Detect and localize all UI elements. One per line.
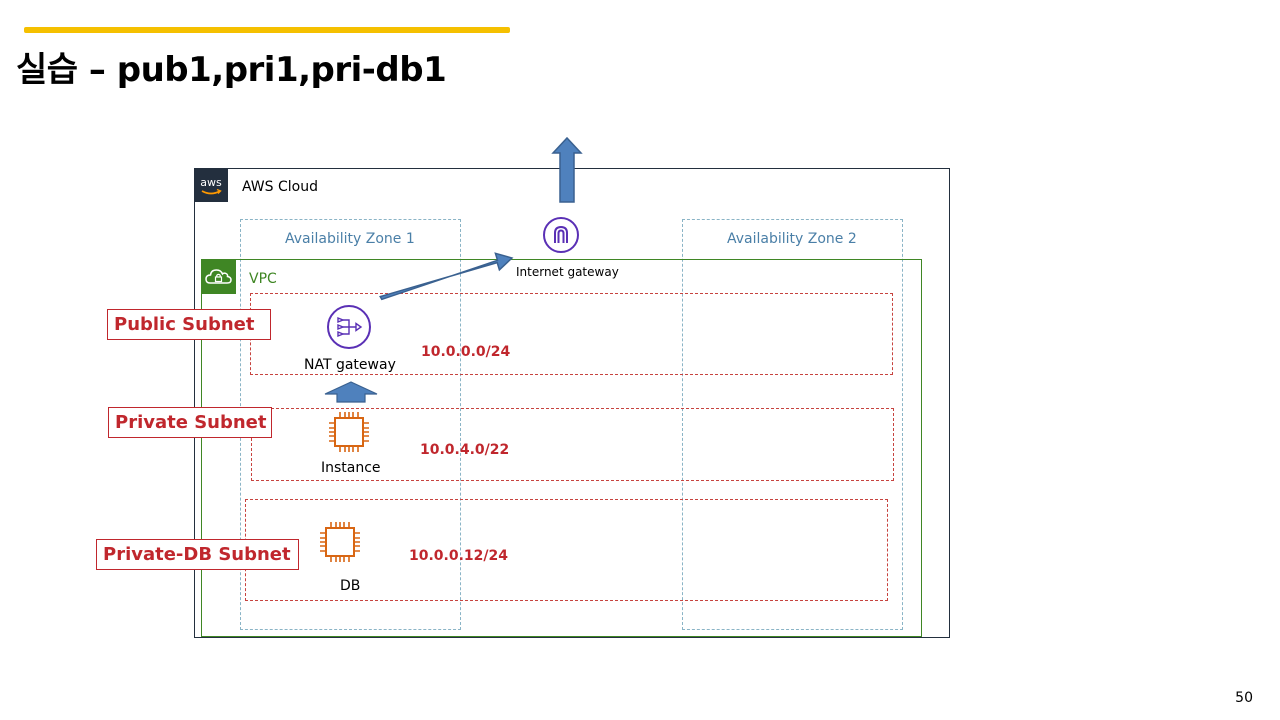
page-number: 50 bbox=[1235, 690, 1253, 706]
nat-gateway-icon bbox=[326, 304, 372, 350]
private-subnet-tag: Private Subnet bbox=[108, 407, 272, 438]
vpc-cloud-lock-icon bbox=[201, 259, 236, 294]
title-accent-bar bbox=[24, 27, 510, 33]
internet-gateway-icon bbox=[542, 216, 580, 254]
db-instance-chip-icon bbox=[316, 518, 364, 566]
ec2-instance-chip-icon bbox=[326, 409, 372, 455]
aws-logo-icon: aws bbox=[194, 168, 228, 202]
vpc-label: VPC bbox=[249, 271, 277, 287]
private-db-subnet-cidr: 10.0.0.12/24 bbox=[409, 548, 508, 564]
az2-label: Availability Zone 2 bbox=[727, 231, 857, 247]
internet-gateway-label: Internet gateway bbox=[516, 265, 619, 279]
az1-label: Availability Zone 1 bbox=[285, 231, 415, 247]
private-subnet-cidr: 10.0.4.0/22 bbox=[420, 442, 510, 458]
vpc-group bbox=[201, 259, 922, 637]
private-db-subnet-tag: Private-DB Subnet bbox=[96, 539, 299, 570]
db-label: DB bbox=[340, 578, 361, 594]
slide-title: 실습 – pub1,pri1,pri-db1 bbox=[16, 50, 447, 90]
aws-logo-text: aws bbox=[200, 176, 222, 189]
public-subnet-tag: Public Subnet bbox=[107, 309, 271, 340]
public-subnet-cidr: 10.0.0.0/24 bbox=[421, 344, 511, 360]
private-subnet-box bbox=[251, 408, 894, 481]
instance-label: Instance bbox=[321, 460, 381, 476]
availability-zone-2 bbox=[682, 219, 903, 630]
nat-gateway-label: NAT gateway bbox=[304, 357, 396, 373]
aws-cloud-label: AWS Cloud bbox=[242, 179, 318, 195]
